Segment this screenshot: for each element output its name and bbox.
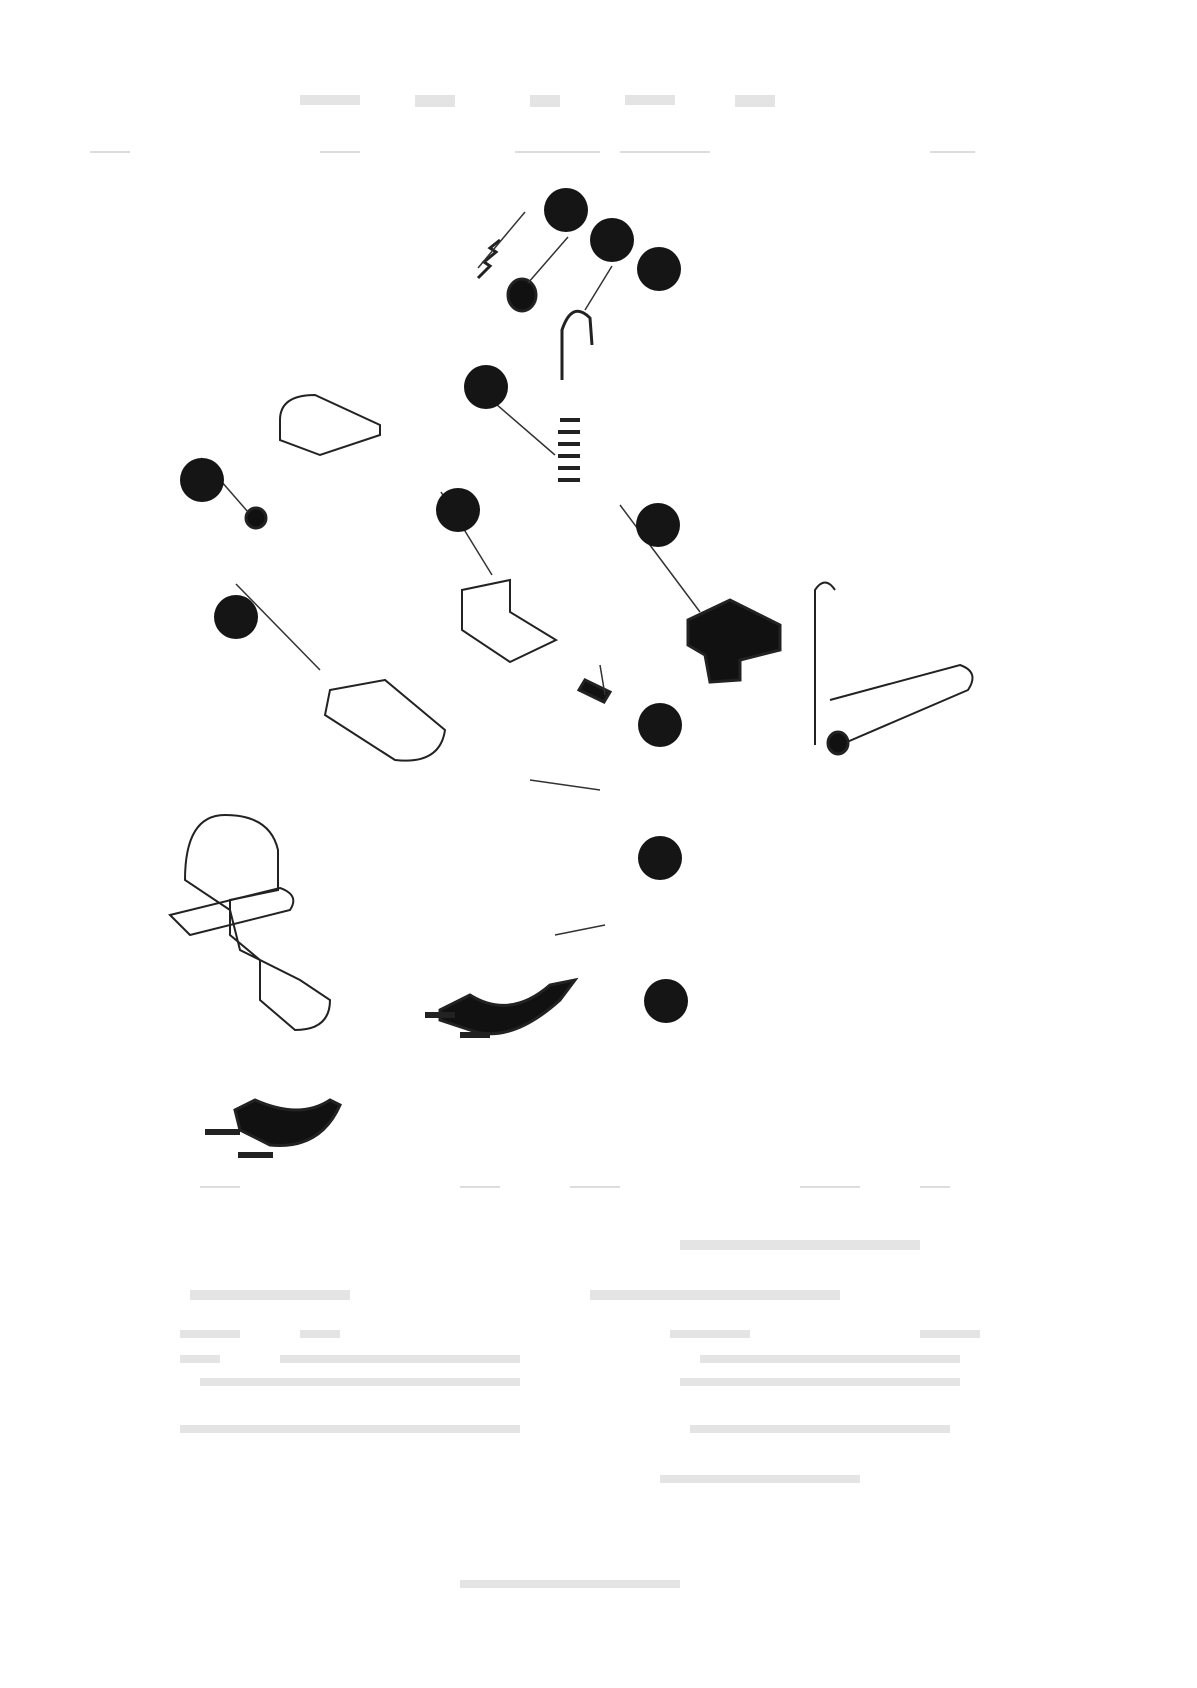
callout-3 (637, 247, 681, 291)
shaft-end (826, 730, 850, 756)
large-bracket-bottom (323, 678, 447, 762)
leader-lines (200, 211, 701, 936)
lever (168, 886, 295, 937)
clamp-2-tabs (205, 1129, 273, 1158)
parts (168, 238, 974, 1158)
callout-9 (638, 703, 682, 747)
faded-parts-table (180, 1240, 980, 1588)
clamp-2 (233, 1098, 342, 1147)
callout-11 (644, 979, 688, 1023)
callout-8 (214, 595, 258, 639)
hook (560, 309, 594, 380)
shaft (829, 663, 974, 746)
bolt (576, 678, 613, 704)
clamp-1 (438, 977, 579, 1036)
callout-6 (436, 488, 480, 532)
housing (183, 813, 332, 1032)
callout-1 (544, 188, 588, 232)
faded-title (300, 95, 775, 107)
coil-spring (558, 418, 580, 482)
callout-7 (636, 503, 680, 547)
washer (506, 277, 538, 313)
post (814, 581, 836, 745)
nut (244, 506, 268, 530)
callout-5 (180, 458, 224, 502)
callout-4 (464, 365, 508, 409)
angle-bracket (461, 578, 559, 664)
callout-10 (638, 836, 682, 880)
callouts (180, 188, 688, 1023)
clamp-1-tabs (425, 1012, 490, 1038)
large-bracket-top (279, 393, 381, 457)
t-block (686, 598, 782, 684)
spring-pin (476, 238, 501, 280)
callout-2 (590, 218, 634, 262)
